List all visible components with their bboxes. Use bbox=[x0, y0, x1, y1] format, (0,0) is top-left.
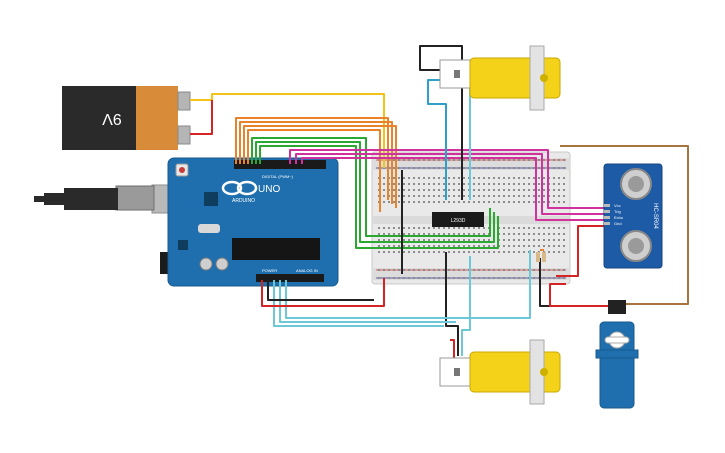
pin-echo: Echo bbox=[614, 215, 624, 220]
pin-trig: Trig bbox=[614, 209, 621, 214]
arduino-logo: UNO ARDUINO bbox=[221, 180, 280, 204]
wires bbox=[190, 45, 689, 360]
pin-gnd: Gnd bbox=[614, 221, 622, 226]
battery-9v[interactable]: 9V bbox=[62, 86, 191, 150]
sensor-label: HC-SR04 bbox=[652, 203, 658, 229]
l293d-chip[interactable]: L293D bbox=[432, 212, 484, 227]
sensor-pins: Vcc Trig Echo Gnd bbox=[604, 203, 624, 226]
atmega-chip bbox=[232, 238, 320, 260]
uno-label: UNO bbox=[258, 184, 280, 195]
dc-motor-top[interactable] bbox=[439, 45, 561, 111]
dc-motor-bottom[interactable] bbox=[439, 339, 561, 405]
digital-header bbox=[234, 160, 326, 169]
digital-label: DIGITAL (PWM~) bbox=[262, 174, 294, 179]
arduino-uno[interactable]: UNO ARDUINO DIGITAL (PWM~) POWER ANALOG … bbox=[151, 157, 339, 287]
servo-motor[interactable] bbox=[595, 300, 639, 409]
ultrasonic-sensor[interactable]: HC-SR04 Vcc Trig Echo Gnd bbox=[603, 163, 663, 269]
battery-label: 9V bbox=[102, 110, 122, 127]
arduino-sub-label: ARDUINO bbox=[232, 198, 255, 204]
power-analog-header bbox=[256, 274, 324, 282]
power-label: POWER bbox=[262, 268, 277, 273]
pin-vcc: Vcc bbox=[614, 203, 621, 208]
usb-cable[interactable] bbox=[34, 185, 155, 211]
analog-label: ANALOG IN bbox=[296, 268, 318, 273]
chip-label: L293D bbox=[451, 218, 466, 224]
resistors[interactable] bbox=[536, 252, 546, 262]
